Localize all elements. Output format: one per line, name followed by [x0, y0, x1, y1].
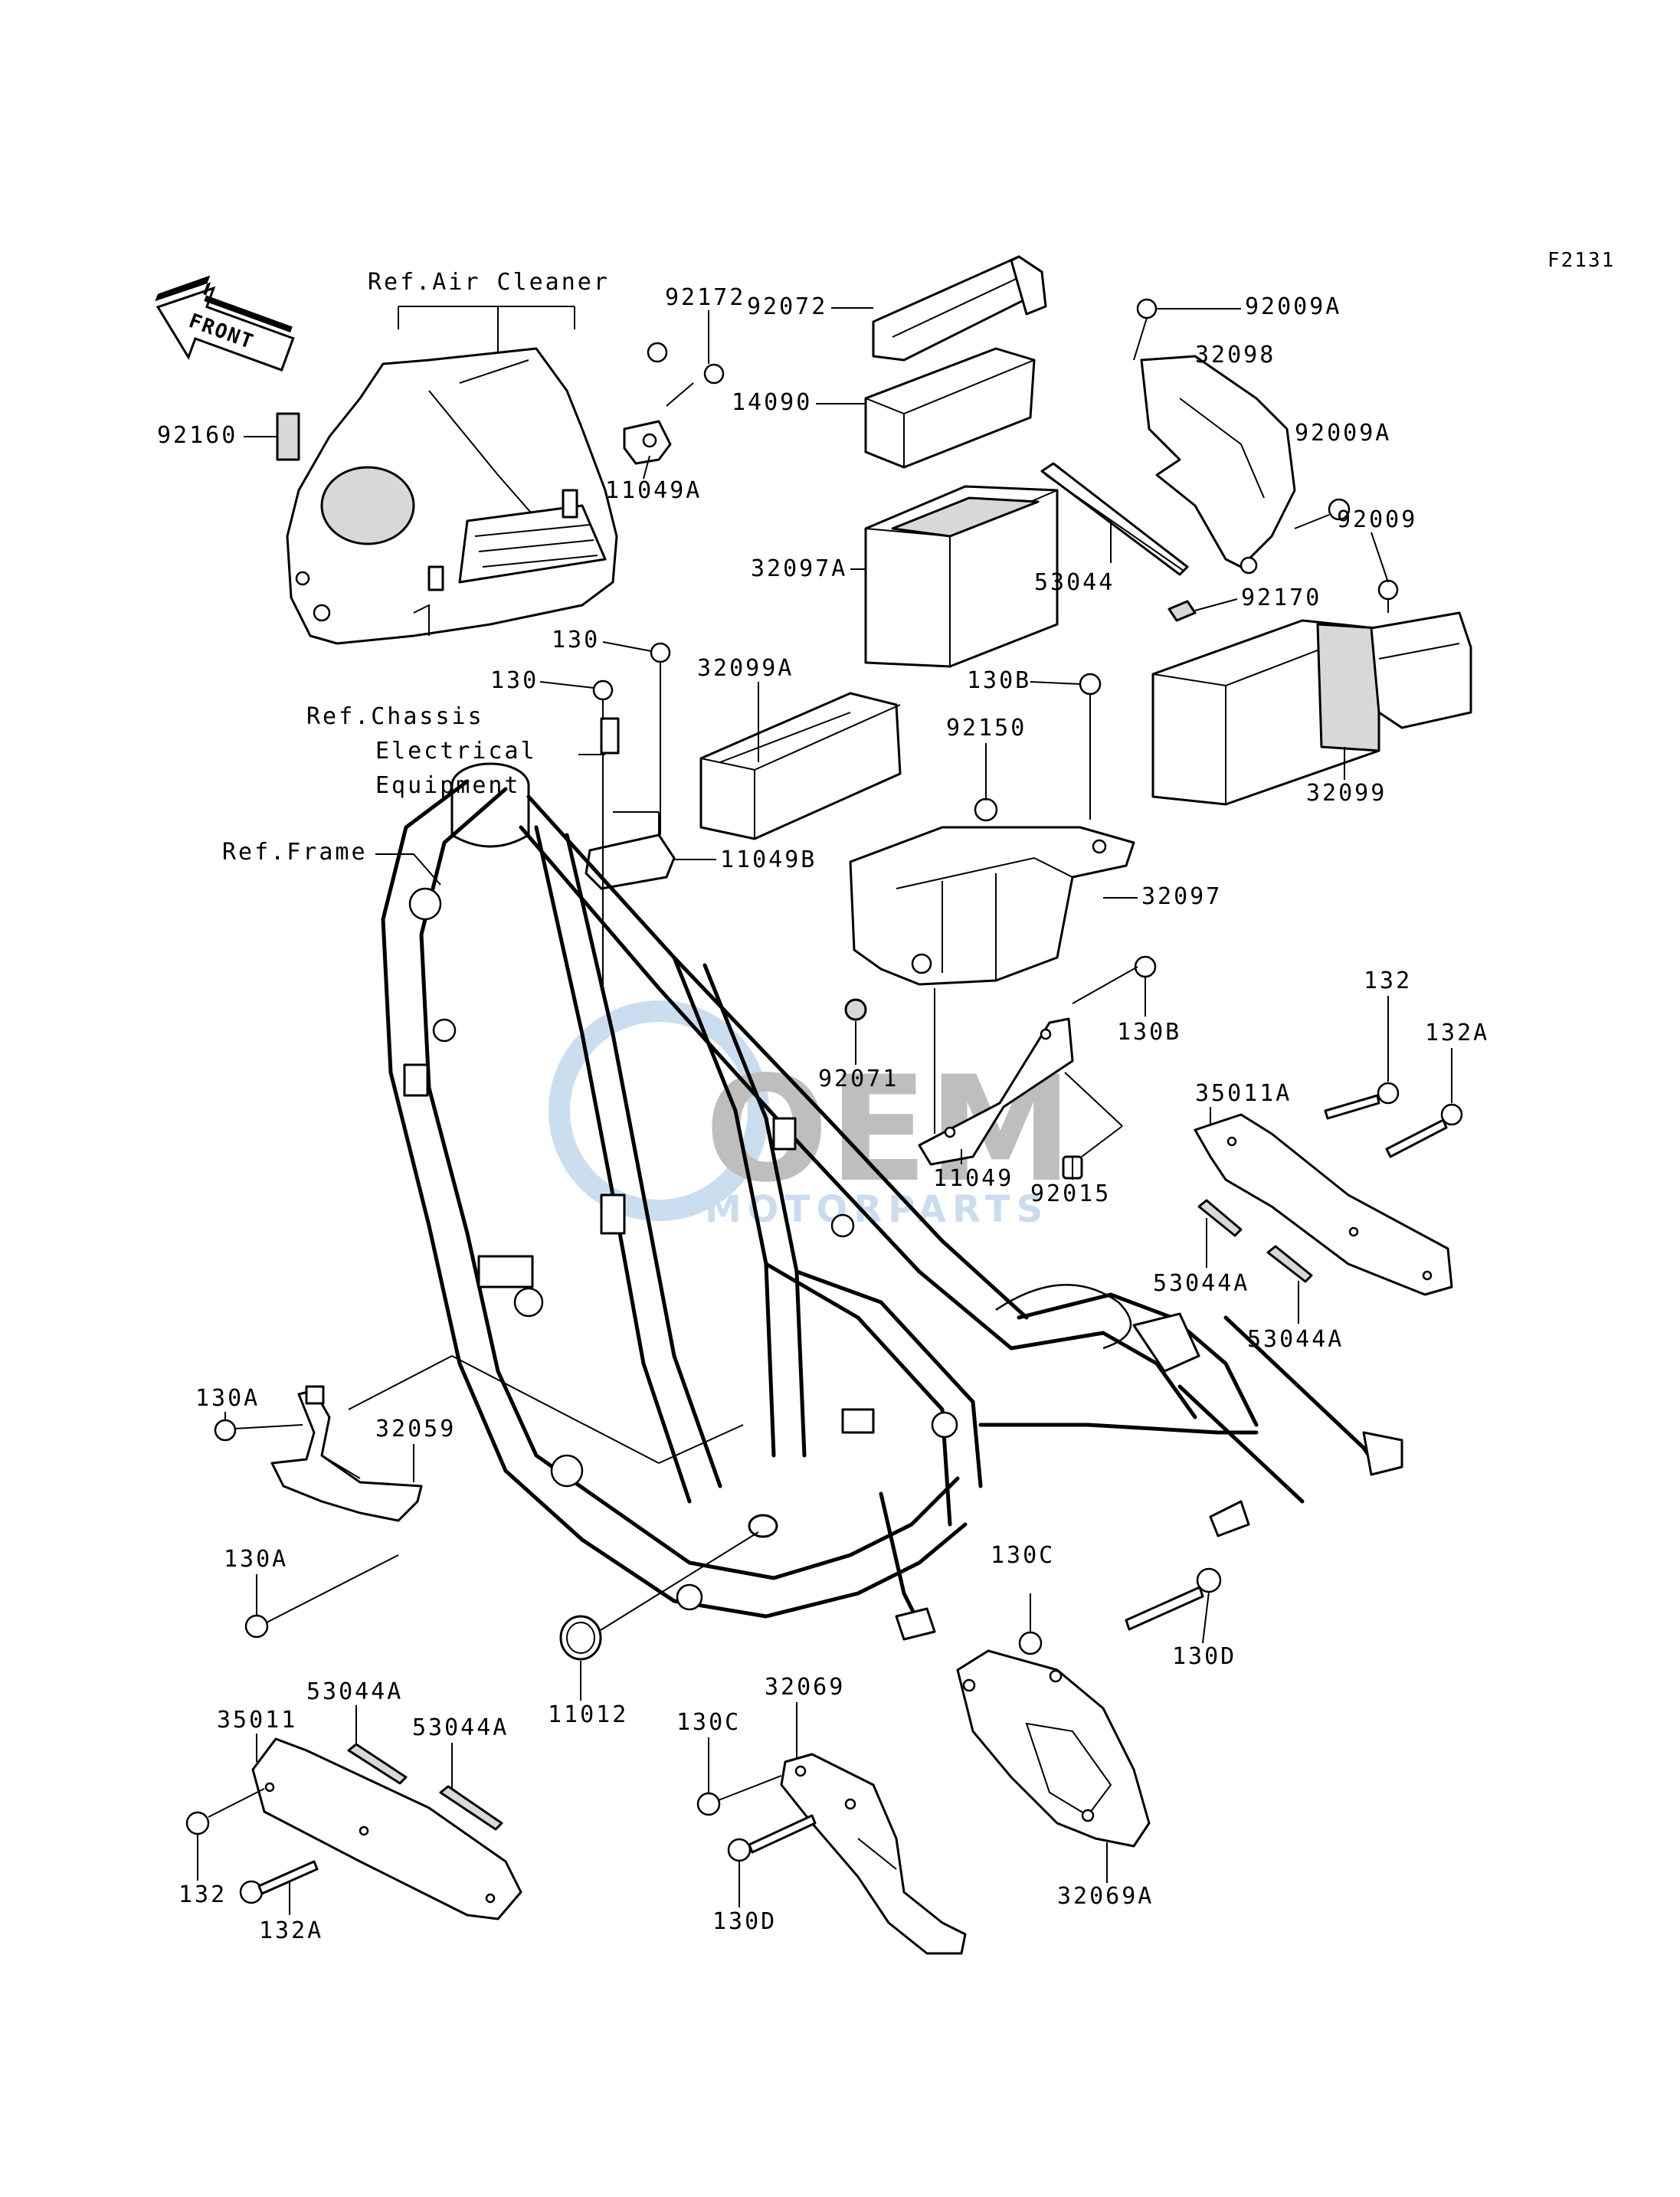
part-35011A-guard	[1194, 1113, 1453, 1296]
part-92009-bolt	[1377, 579, 1399, 613]
part-32097-holder	[849, 797, 1135, 986]
part-32069A-bracket	[956, 1567, 1222, 1848]
label-32099: 32099	[1306, 780, 1387, 807]
part-130B-bolt-top	[1079, 673, 1102, 696]
air-cleaner-cover	[286, 347, 618, 645]
label-92072: 92072	[747, 293, 827, 320]
label-92150: 92150	[946, 715, 1027, 742]
label-53044A-l1: 53044A	[306, 1678, 403, 1705]
label-53044: 53044	[1034, 569, 1115, 596]
label-132A-left: 132A	[259, 1917, 323, 1944]
label-130B-mid: 130B	[1117, 1019, 1181, 1046]
label-32097A: 32097A	[751, 555, 847, 582]
ref-chassis-line2: Electrical	[375, 738, 537, 765]
ref-air-cleaner: Ref.Air Cleaner	[368, 269, 610, 296]
part-132-bolt-right	[1324, 1082, 1400, 1120]
label-92160: 92160	[157, 422, 237, 449]
part-11012-grommet	[559, 1531, 759, 1661]
label-53044A-r1: 53044A	[1153, 1270, 1249, 1297]
part-32099-tray	[1151, 611, 1472, 806]
label-35011: 35011	[217, 1707, 297, 1734]
label-92172: 92172	[665, 284, 745, 311]
part-92071-nut	[844, 998, 867, 1021]
label-32097: 32097	[1141, 883, 1222, 910]
part-32099A-tray	[699, 692, 902, 840]
label-130-a: 130	[552, 627, 600, 653]
part-35011-guard	[251, 1737, 522, 1920]
front-arrow-icon: FRONT	[155, 275, 295, 372]
motorcycle-frame	[381, 762, 1403, 1641]
part-32069-bracket	[696, 1753, 967, 1955]
part-130B-bolt-mid	[1134, 955, 1157, 978]
watermark-globe	[549, 1000, 769, 1221]
label-32069A: 32069A	[1057, 1883, 1154, 1910]
part-92170-clip	[1167, 600, 1197, 622]
label-32099A: 32099A	[697, 655, 794, 682]
part-32059-bracket	[214, 1385, 423, 1639]
part-11049B-bracket	[585, 642, 676, 890]
part-32097A-battery-case	[864, 485, 1059, 668]
label-92015: 92015	[1030, 1180, 1111, 1207]
label-130A-top: 130A	[195, 1385, 260, 1412]
ref-chassis-line1: Ref.Chassis	[306, 703, 484, 730]
part-32098-cover	[1133, 298, 1351, 575]
part-132A-bolt-right	[1385, 1103, 1463, 1158]
label-92071: 92071	[818, 1066, 899, 1092]
label-130C-left: 130C	[676, 1709, 741, 1736]
part-11049-bracket	[918, 1017, 1074, 1166]
label-32059: 32059	[375, 1416, 456, 1442]
label-53044A-r2: 53044A	[1247, 1326, 1344, 1353]
label-53044A-l2: 53044A	[412, 1714, 509, 1741]
label-132-left: 132	[178, 1881, 227, 1908]
ref-chassis-line3: Equipment	[375, 772, 521, 799]
label-132A-right: 132A	[1425, 1020, 1489, 1046]
part-53044-strip	[1040, 462, 1189, 576]
part-14090-pad	[864, 347, 1036, 469]
diagram-code: F2131	[1547, 249, 1615, 272]
part-132-bolt-left	[185, 1788, 265, 1835]
label-92009A-top: 92009A	[1245, 293, 1341, 320]
ref-frame: Ref.Frame	[222, 839, 368, 866]
label-92009A-mid: 92009A	[1295, 420, 1391, 447]
part-11049A-bracket	[623, 342, 725, 465]
label-130B-top: 130B	[967, 667, 1031, 694]
label-130-b: 130	[490, 667, 539, 694]
label-35011A: 35011A	[1195, 1080, 1292, 1107]
part-92160-block	[276, 412, 300, 461]
label-32069: 32069	[765, 1674, 845, 1701]
label-132-right: 132	[1364, 968, 1412, 994]
label-11049A: 11049A	[605, 477, 702, 504]
label-14090: 14090	[732, 389, 812, 416]
label-130C-right: 130C	[991, 1542, 1055, 1569]
label-32098: 32098	[1195, 342, 1276, 368]
part-53044A-strip-r2	[1266, 1245, 1313, 1283]
label-11049: 11049	[933, 1165, 1014, 1192]
label-130D-right: 130D	[1172, 1643, 1236, 1670]
label-130A-bot: 130A	[224, 1546, 288, 1573]
label-11012: 11012	[548, 1701, 628, 1728]
label-92170: 92170	[1241, 584, 1321, 611]
label-92009: 92009	[1337, 506, 1417, 533]
label-11049B: 11049B	[720, 846, 817, 873]
label-130D-left: 130D	[712, 1908, 777, 1935]
part-92072-strap	[872, 255, 1047, 362]
part-132A-bolt-left	[239, 1860, 319, 1904]
part-53044A-strip-r1	[1197, 1199, 1243, 1237]
